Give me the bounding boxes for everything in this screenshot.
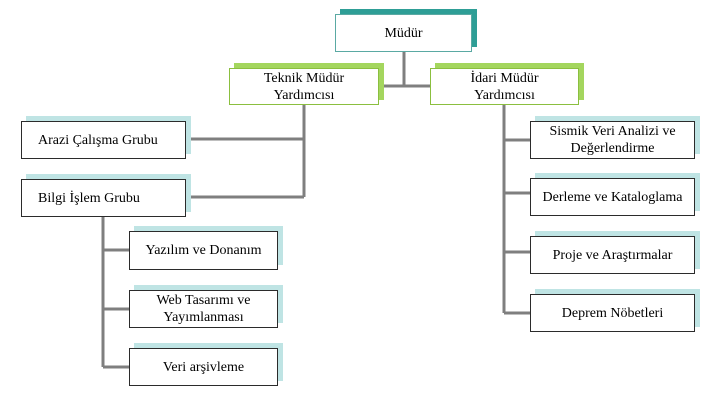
- node-yazilim-ve-donanim: Yazılım ve Donanım: [129, 226, 283, 270]
- node-veri-label: Veri arşivleme: [162, 359, 245, 375]
- node-arazi-calisma-grubu: Arazi Çalışma Grubu: [21, 116, 191, 159]
- node-deprem-label: Deprem Nöbetleri: [561, 305, 664, 321]
- node-teknik-label: Teknik Müdür Yardımcısı: [263, 70, 345, 103]
- node-yazilim-label: Yazılım ve Donanım: [145, 243, 262, 258]
- node-arazi-label: Arazi Çalışma Grubu: [38, 132, 158, 148]
- node-sismik-label: Sismik Veri Analizi ve Değerlendirme: [549, 124, 676, 156]
- node-bilgi-label: Bilgi İşlem Grubu: [38, 190, 140, 206]
- node-teknik-mudur-yardimcisi: Teknik Müdür Yardımcısı: [229, 63, 384, 105]
- node-mudur: Müdür: [335, 9, 477, 52]
- node-deprem-nobetleri: Deprem Nöbetleri: [530, 289, 700, 332]
- node-web-tasarimi: Web Tasarımı ve Yayımlanması: [129, 285, 283, 328]
- node-web-label: Web Tasarımı ve Yayımlanması: [156, 293, 251, 325]
- node-proje-label: Proje ve Araştırmalar: [552, 247, 673, 263]
- node-proje-ve-arastirmalar: Proje ve Araştırmalar: [530, 231, 700, 274]
- node-mudur-label: Müdür: [384, 25, 423, 41]
- node-bilgi-islem-grubu: Bilgi İşlem Grubu: [21, 174, 191, 217]
- node-idari-mudur-yardimcisi: İdari Müdür Yardımcısı: [430, 63, 584, 105]
- node-veri-arsivleme: Veri arşivleme: [129, 343, 283, 386]
- node-derleme-ve-kataloglama: Derleme ve Kataloglama: [530, 173, 700, 216]
- node-idari-label: İdari Müdür Yardımcısı: [470, 70, 539, 103]
- node-derleme-label: Derleme ve Kataloglama: [542, 189, 683, 205]
- node-sismik-veri-analizi: Sismik Veri Analizi ve Değerlendirme: [530, 116, 700, 159]
